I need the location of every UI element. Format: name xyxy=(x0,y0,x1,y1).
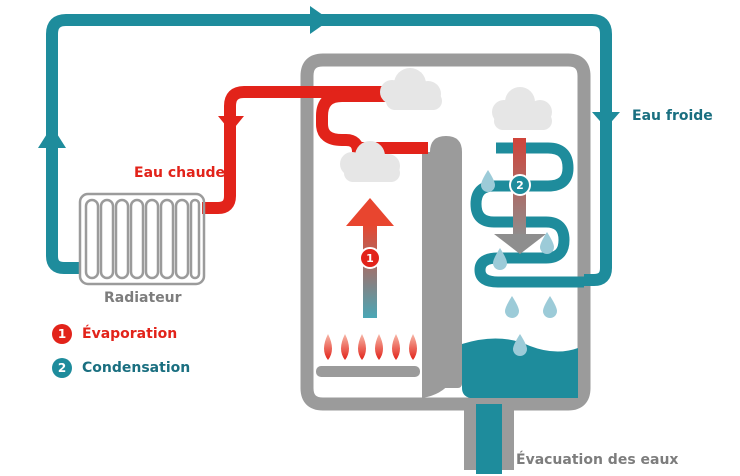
burner xyxy=(316,334,420,377)
flow-arrow-icon xyxy=(592,112,620,128)
water-drop-icon xyxy=(481,170,495,192)
radiator-icon xyxy=(78,192,206,286)
marker-condensation: 2 xyxy=(509,174,531,196)
water-drop-icon xyxy=(540,232,554,254)
water-drop-icon xyxy=(543,296,557,318)
water-drop-icon xyxy=(493,248,507,270)
boiler-casing xyxy=(300,53,591,474)
flame-icon xyxy=(341,334,349,360)
water-pool xyxy=(462,338,578,398)
drain-label: Évacuation des eaux xyxy=(516,452,679,468)
flame-icon xyxy=(324,334,332,360)
flow-arrow-icon xyxy=(218,116,244,132)
flow-arrow-icon xyxy=(38,126,66,148)
flame-icon xyxy=(358,334,366,360)
water-drop-icon xyxy=(513,334,527,356)
cloud-icon xyxy=(340,141,400,182)
hot-water-label: Eau chaude xyxy=(134,165,226,181)
flow-arrow-icon xyxy=(310,6,330,34)
flame-icon xyxy=(409,334,417,360)
evaporation-arrow xyxy=(346,198,394,318)
cold-water-label: Eau froide xyxy=(632,108,713,124)
legend-number: 1 xyxy=(52,324,72,344)
flame-icon xyxy=(375,334,383,360)
cloud-icon xyxy=(380,68,442,110)
legend-label: Évaporation xyxy=(82,326,178,342)
drain-water xyxy=(476,404,502,474)
marker-evaporation: 1 xyxy=(359,247,381,269)
flame-icon xyxy=(392,334,400,360)
svg-text:1: 1 xyxy=(366,252,374,265)
radiator-label: Radiateur xyxy=(104,290,182,306)
legend-item-condensation: 2 Condensation xyxy=(52,358,190,378)
legend-label: Condensation xyxy=(82,360,191,376)
svg-text:2: 2 xyxy=(516,179,524,192)
cloud-icon xyxy=(492,87,552,130)
water-drop-icon xyxy=(505,296,519,318)
legend-number: 2 xyxy=(52,358,72,378)
legend-item-evaporation: 1 Évaporation xyxy=(52,324,177,344)
